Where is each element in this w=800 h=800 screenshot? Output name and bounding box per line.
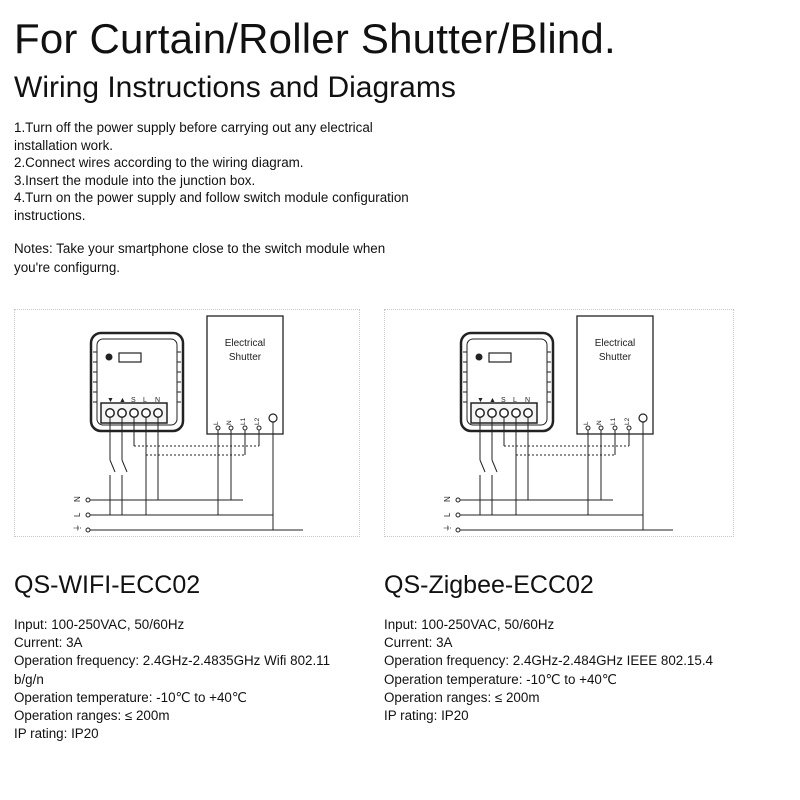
ground-terminal-icon bbox=[638, 413, 648, 423]
shutter-box bbox=[576, 315, 654, 435]
terminal-screw-icon bbox=[511, 408, 521, 418]
switch-contact bbox=[109, 459, 116, 473]
instruction-step-4: 4.Turn on the power supply and follow sw… bbox=[14, 190, 409, 223]
module-terminal-label: ▼ bbox=[477, 397, 484, 404]
shutter-terminal-label: L bbox=[583, 421, 590, 425]
ground-terminal-icon bbox=[268, 413, 278, 423]
reset-button-icon bbox=[475, 353, 483, 361]
model-name-zigbee: QS-Zigbee-ECC02 bbox=[384, 571, 594, 599]
switch-contact bbox=[479, 459, 486, 473]
module-terminal-label: S bbox=[501, 397, 506, 404]
shutter-terminal-icon bbox=[215, 425, 221, 431]
bus-terminal-icon bbox=[85, 497, 91, 503]
shutter-terminal-label: L2 bbox=[254, 417, 261, 425]
shutter-terminal-icon bbox=[228, 425, 234, 431]
reset-button-icon bbox=[105, 353, 113, 361]
spec-range: Operation ranges: ≤ 200m bbox=[14, 708, 170, 724]
shutter-terminal-label: L1 bbox=[240, 417, 247, 425]
shutter-label: Shutter bbox=[229, 352, 262, 363]
shutter-terminal-label: N bbox=[596, 420, 603, 425]
shutter-label: Electrical bbox=[595, 338, 636, 349]
spec-input: Input: 100-250VAC, 50/60Hz bbox=[14, 617, 185, 632]
module-terminal-label: ▲ bbox=[119, 397, 126, 404]
led-indicator-icon bbox=[488, 352, 512, 363]
module-terminal-label: S bbox=[131, 397, 136, 404]
terminal-screw-icon bbox=[153, 408, 163, 418]
page-title: For Curtain/Roller Shutter/Blind. bbox=[14, 15, 616, 62]
shutter-terminal-icon bbox=[612, 425, 618, 431]
spec-ip-rating: IP rating: IP20 bbox=[384, 708, 469, 724]
module-terminal-label: L bbox=[143, 397, 147, 404]
terminal-screw-icon bbox=[105, 408, 115, 418]
shutter-terminal-icon bbox=[626, 425, 632, 431]
module-terminal-label: N bbox=[525, 397, 530, 404]
bus-terminal-icon bbox=[85, 527, 91, 533]
bus-label: L bbox=[443, 512, 452, 517]
terminal-screw-icon bbox=[487, 408, 497, 418]
shutter-terminal-icon bbox=[256, 425, 262, 431]
switch-contact bbox=[491, 459, 498, 473]
spec-temperature: Operation temperature: -10℃ to +40℃ bbox=[14, 689, 247, 705]
shutter-terminal-label: L bbox=[213, 421, 220, 425]
model-name-wifi: QS-WIFI-ECC02 bbox=[14, 571, 201, 599]
instruction-step-2: 2.Connect wires according to the wiring … bbox=[14, 155, 304, 171]
terminal-screw-icon bbox=[475, 408, 485, 418]
switch-contact bbox=[121, 459, 128, 473]
module-terminal-label: ▼ bbox=[107, 397, 114, 404]
instruction-step-1: 1.Turn off the power supply before carry… bbox=[14, 120, 373, 153]
shutter-box bbox=[206, 315, 284, 435]
terminal-screw-icon bbox=[523, 408, 533, 418]
terminal-screw-icon bbox=[499, 408, 509, 418]
spec-input: Input: 100-250VAC, 50/60Hz bbox=[384, 617, 555, 632]
led-indicator-icon bbox=[118, 352, 142, 363]
bus-label: L bbox=[73, 512, 82, 517]
instruction-steps: 1.Turn off the power supply before carry… bbox=[14, 119, 414, 225]
spec-temperature: Operation temperature: -10℃ to +40℃ bbox=[384, 671, 617, 687]
module-terminal-label: N bbox=[155, 397, 160, 404]
spec-list-wifi: Input: 100-250VAC, 50/60Hz Current: 3A O… bbox=[14, 616, 354, 743]
spec-current: Current: 3A bbox=[384, 635, 453, 651]
bus-label: ⏚ bbox=[443, 524, 452, 532]
bus-label: N bbox=[73, 496, 82, 502]
bus-label: N bbox=[443, 496, 452, 502]
shutter-terminal-label: N bbox=[226, 420, 233, 425]
module-terminal-label: ▲ bbox=[489, 397, 496, 404]
shutter-terminal-icon bbox=[242, 425, 248, 431]
notes-text: Notes: Take your smartphone close to the… bbox=[14, 241, 386, 275]
bus-terminal-icon bbox=[455, 512, 461, 518]
spec-range: Operation ranges: ≤ 200m bbox=[384, 689, 540, 705]
switch-module-outline bbox=[459, 331, 555, 433]
bus-label: ⏚ bbox=[73, 524, 82, 532]
spec-current: Current: 3A bbox=[14, 635, 83, 651]
bus-terminal-icon bbox=[85, 512, 91, 518]
bus-terminal-icon bbox=[455, 527, 461, 533]
instruction-step-3: 3.Insert the module into the junction bo… bbox=[14, 172, 256, 188]
shutter-terminal-icon bbox=[585, 425, 591, 431]
terminal-screw-icon bbox=[117, 408, 127, 418]
module-terminal-label: L bbox=[513, 397, 517, 404]
shutter-terminal-label: L2 bbox=[624, 417, 631, 425]
terminal-screw-icon bbox=[141, 408, 151, 418]
shutter-label: Shutter bbox=[599, 352, 632, 363]
spec-ip-rating: IP rating: IP20 bbox=[14, 726, 99, 742]
terminal-screw-icon bbox=[129, 408, 139, 418]
shutter-terminal-icon bbox=[598, 425, 604, 431]
bus-terminal-icon bbox=[455, 497, 461, 503]
shutter-label: Electrical bbox=[225, 338, 266, 349]
switch-module-outline bbox=[89, 331, 185, 433]
shutter-terminal-label: L1 bbox=[610, 417, 617, 425]
spec-frequency: Operation frequency: 2.4GHz-2.484GHz IEE… bbox=[384, 653, 713, 669]
spec-list-zigbee: Input: 100-250VAC, 50/60Hz Current: 3A O… bbox=[384, 616, 724, 725]
page-subtitle: Wiring Instructions and Diagrams bbox=[14, 71, 456, 104]
spec-frequency: Operation frequency: 2.4GHz-2.4835GHz Wi… bbox=[14, 653, 331, 687]
